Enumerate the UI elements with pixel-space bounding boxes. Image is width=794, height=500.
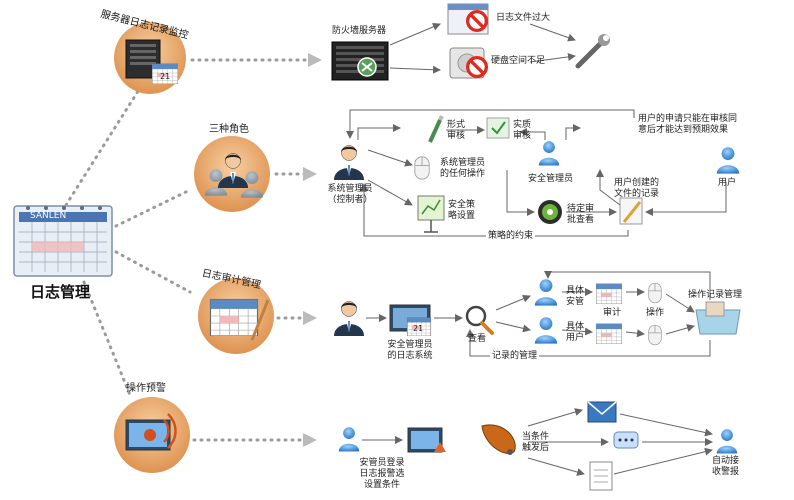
trigger-label: 当条件 触发后	[522, 432, 550, 453]
pending-review-label: 待定审 批查看	[567, 204, 595, 225]
firewall-server-icon	[331, 41, 389, 81]
alert-log-too-large-label: 日志文件过大	[496, 13, 551, 23]
wrench-icon	[575, 34, 610, 69]
audit-admin-icon	[334, 300, 364, 337]
record-manage-label: 记录的管理	[490, 351, 540, 362]
secadmin-label: 安全管理员	[528, 174, 574, 184]
form-review-label: 形式 审核	[447, 120, 466, 141]
message-icon	[613, 431, 639, 449]
sysadmin-label: 系统管理员 （控制者）	[327, 184, 373, 205]
op-log-box-icon	[695, 301, 741, 335]
constraint-label: 策略的约束	[486, 231, 536, 242]
user-record-icon	[619, 197, 643, 225]
roles-branch-title: 三种角色	[209, 124, 249, 135]
policy-board-icon	[417, 195, 445, 233]
alarm-monitor-icon	[407, 427, 446, 453]
user-icon	[716, 147, 740, 174]
operate-label: 操作	[646, 308, 665, 318]
pending-review-icon	[538, 200, 562, 224]
user-record-label: 用户创建的 文件的记录	[614, 178, 660, 199]
user-person-icon	[534, 317, 558, 344]
server-calendar-day: 21	[160, 72, 171, 81]
alarm-admin-icon	[338, 427, 360, 452]
policy-label: 安全策 略设置	[448, 200, 476, 221]
receive-alarm-label: 自动接 收警报	[712, 456, 740, 477]
form-review-icon	[428, 115, 444, 143]
alarm-branch-title: 操作预警	[126, 383, 166, 394]
real-review-label: 实质 审核	[513, 120, 532, 141]
user-note-label: 用户的申请只能在审核同 意后才能达到预期效果	[638, 114, 738, 135]
real-review-icon	[486, 117, 510, 139]
operate-mouse-2	[648, 324, 662, 346]
admin-login-label: 安管员登录 日志报警选 设置条件	[359, 458, 405, 490]
user-person-label: 具体 用户	[566, 322, 585, 343]
audit-calendar-day: 21	[413, 324, 424, 333]
hub-connectors	[64, 86, 192, 397]
secadmin-icon	[538, 141, 560, 166]
magnifier-icon	[465, 305, 494, 335]
mouse-icon	[414, 156, 430, 180]
alarm-branch-circle	[114, 397, 190, 473]
sec-person-label: 具体 安管	[566, 286, 585, 307]
op-log-manage-label: 操作记录管理	[688, 290, 743, 300]
log-system-icon	[389, 304, 432, 336]
alert-disk-full	[449, 47, 488, 79]
firewall-server-label: 防火墙服务器	[332, 26, 387, 36]
sysadmin-any-op-label: 系统管理员 的任何操作	[440, 158, 486, 179]
server-branch-circle	[114, 22, 186, 94]
email-icon	[587, 401, 617, 423]
document-icon	[589, 461, 613, 491]
sec-person-icon	[534, 279, 558, 306]
log-system-label: 安全管理员 的日志系统	[387, 340, 433, 361]
bell-icon	[481, 424, 516, 455]
alert-disk-full-label: 硬盘空间不足	[491, 56, 546, 66]
audit-label: 审计	[603, 308, 622, 318]
sysadmin-icon	[334, 144, 364, 181]
hub-calendar-header: SANLEN	[30, 211, 67, 221]
user-label: 用户	[718, 178, 737, 188]
hub-calendar	[13, 205, 113, 277]
roles-branch-circle	[194, 136, 270, 212]
operate-mouse-1	[648, 282, 662, 304]
audit-branch-circle	[198, 278, 274, 354]
alert-log-too-large	[447, 3, 489, 35]
hub-title: 日志管理	[30, 283, 91, 301]
view-label: 查看	[468, 334, 487, 344]
receiver-icon	[716, 429, 738, 454]
